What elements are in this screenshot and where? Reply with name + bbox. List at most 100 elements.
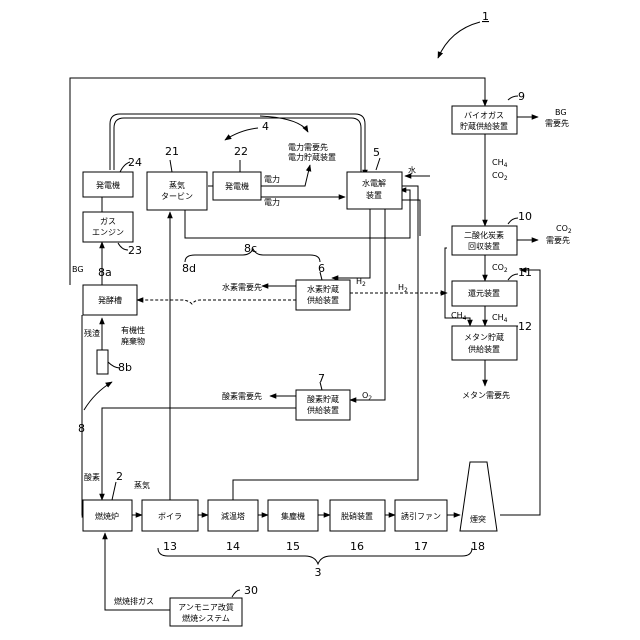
biogas-label-1: バイオガス <box>464 110 504 120</box>
methane-label-1: メタン貯蔵 <box>464 332 504 342</box>
power-label-a: 電力 <box>264 174 280 184</box>
h2-label-a: H2 <box>356 277 366 288</box>
gas-engine-label-1: ガス <box>100 216 116 226</box>
gas-engine-label-2: エンジン <box>92 228 124 237</box>
co2-recovery-label-1: 二酸化炭素 <box>464 230 504 240</box>
num-16: 16 <box>350 540 364 553</box>
cooler-label: 減温塔 <box>221 511 245 521</box>
electrolyzer-label-2: 装置 <box>366 190 382 200</box>
o2-storage-label-2: 供給装置 <box>307 405 339 415</box>
num-7: 7 <box>318 372 325 385</box>
fan-label: 誘引ファン <box>401 511 441 521</box>
num-24: 24 <box>128 156 142 169</box>
co2-demand-head: CO2 <box>556 224 572 235</box>
dust-label: 集塵機 <box>281 511 305 521</box>
fig-number: 1 <box>482 10 489 23</box>
generator-24-label: 発電機 <box>96 180 120 190</box>
leader-5 <box>376 158 380 170</box>
electrolyzer-label-1: 水電解 <box>362 178 386 188</box>
label-8d: 8d <box>182 262 196 275</box>
num-2: 2 <box>116 470 123 483</box>
num-9: 9 <box>518 90 525 103</box>
organic-waste-label-2: 廃棄物 <box>121 336 145 346</box>
num-15: 15 <box>286 540 300 553</box>
boiler-label: ボイラ <box>158 512 182 521</box>
steam-turbine-21-box <box>147 172 207 210</box>
o2-storage-label-1: 酸素貯蔵 <box>307 394 339 404</box>
stack-label: 煙突 <box>470 514 486 524</box>
generator-22-label: 発電機 <box>225 181 249 191</box>
leader-2 <box>112 482 116 500</box>
exhaust-label: 燃焼排ガス <box>114 596 154 606</box>
power-label-b: 電力 <box>264 197 280 207</box>
electrolyzer-to-h2 <box>348 209 370 278</box>
leader-9 <box>508 96 518 100</box>
residue-label: 残渣 <box>84 328 100 338</box>
water-label: 水 <box>408 165 416 175</box>
h2-demand: 水素需要先 <box>222 282 262 292</box>
num-14: 14 <box>226 540 240 553</box>
leader-21 <box>170 160 172 172</box>
num-13: 13 <box>163 540 177 553</box>
num-8: 8 <box>78 422 85 435</box>
ch4-label: CH4 <box>492 158 508 169</box>
leader-11 <box>508 274 518 280</box>
co2-demand: 需要先 <box>546 235 570 245</box>
methane-demand: メタン需要先 <box>462 390 510 400</box>
turbine-label-1: 蒸気 <box>169 180 185 190</box>
bg-label: BG <box>72 265 84 274</box>
system-pointer <box>225 128 258 140</box>
fermenter-label: 発酵槽 <box>98 295 122 305</box>
co2-mid-label: CO2 <box>492 263 508 274</box>
group8-pointer <box>84 382 112 410</box>
num-18: 18 <box>471 540 485 553</box>
num-6: 6 <box>318 262 325 275</box>
leader-10 <box>508 218 518 224</box>
num-8b: 8b <box>118 361 132 374</box>
num-10: 10 <box>518 210 532 223</box>
num-30: 30 <box>244 584 258 597</box>
methane-label-2: 供給装置 <box>468 344 500 354</box>
num-22: 22 <box>234 145 248 158</box>
equipment-boxes <box>83 106 517 626</box>
oxygen-label: 酸素 <box>84 472 100 482</box>
residue-line <box>82 315 88 515</box>
h2-storage-label-1: 水素貯蔵 <box>307 284 339 294</box>
fig-pointer <box>438 22 480 58</box>
co2-label: CO2 <box>492 171 508 182</box>
organic-waste-label-1: 有機性 <box>121 325 145 335</box>
label-8c: 8c <box>244 242 257 255</box>
furnace-label: 燃焼炉 <box>95 511 119 521</box>
bg-demand-1: BG <box>555 108 567 117</box>
num-21: 21 <box>165 145 179 158</box>
ammonia-label-1: アンモニア改質 <box>178 602 234 612</box>
co2-feed-from-stack <box>233 186 418 500</box>
num-3: 3 <box>315 566 322 579</box>
num-12: 12 <box>518 320 532 333</box>
biogas-label-2: 貯蔵供給装置 <box>460 121 508 131</box>
bg-demand-2: 需要先 <box>545 118 569 128</box>
ch4-label-a: CH4 <box>451 311 467 322</box>
turbine-label-2: タービン <box>161 192 193 201</box>
methane-storage-12-box <box>452 326 517 360</box>
num-23: 23 <box>128 244 142 257</box>
o2-demand: 酸素需要先 <box>222 391 262 401</box>
num-8a: 8a <box>98 266 112 279</box>
leader-23 <box>118 243 128 250</box>
ch4-label-b: CH4 <box>492 313 508 324</box>
co2-recovery-label-2: 回収装置 <box>468 241 500 251</box>
h2-storage-label-2: 供給装置 <box>307 295 339 305</box>
h2-dash-to-fermenter <box>137 300 296 304</box>
organic-waste-8b-box <box>97 350 108 374</box>
reduction-label: 還元装置 <box>468 288 500 298</box>
power-demand-1: 電力需要先 <box>288 142 328 152</box>
num-11: 11 <box>518 266 532 279</box>
system-number: 4 <box>262 120 269 133</box>
denox-label: 脱硝装置 <box>341 511 373 521</box>
ammonia-label-2: 燃焼システム <box>182 613 230 623</box>
num-5: 5 <box>373 146 380 159</box>
num-17: 17 <box>414 540 428 553</box>
steam-label: 蒸気 <box>134 480 150 490</box>
power-demand-2: 電力貯蔵装置 <box>288 152 336 162</box>
